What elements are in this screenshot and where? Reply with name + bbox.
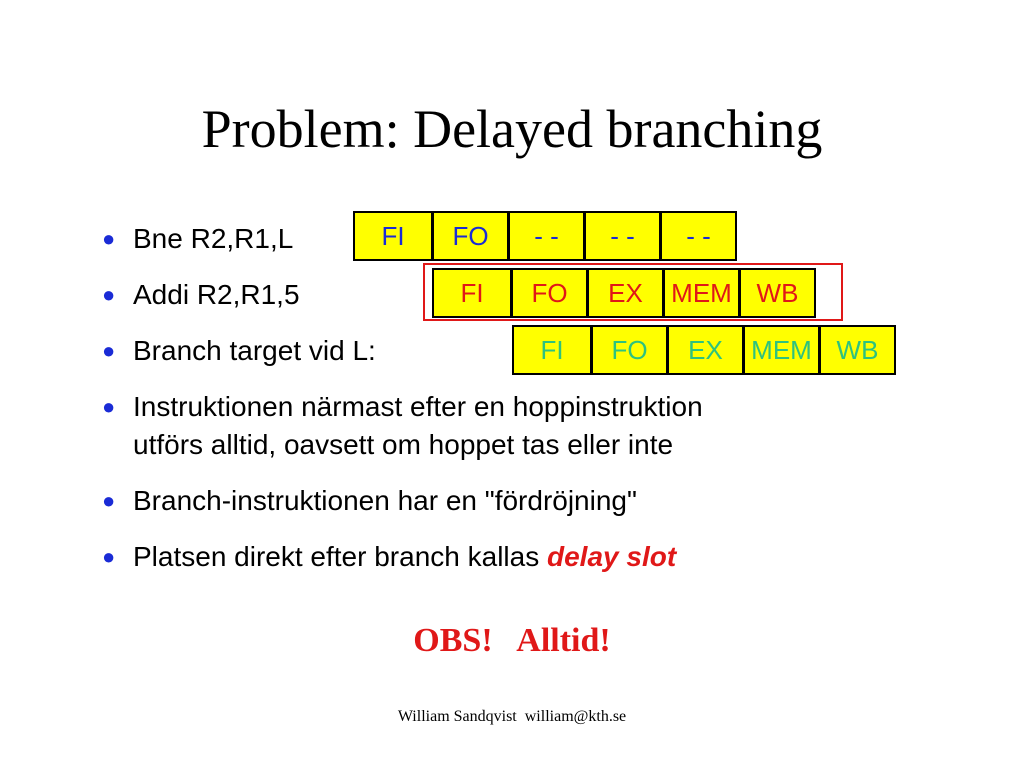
pipeline-addi: FI FO EX MEM WB (432, 268, 816, 318)
note-obs: OBS! Alltid! (413, 622, 611, 659)
bullet-marker: ● (102, 226, 116, 251)
pipeline-stage: FI (460, 277, 484, 308)
bullet-branch-target: Branch target vid L: (133, 335, 376, 366)
pipeline-stage: FO (431, 213, 507, 259)
bullet-marker: ● (102, 488, 116, 513)
bullet-addi: Addi R2,R1,5 (133, 279, 300, 310)
bullet-delay-slot: Platsen direkt efter branch kallas delay… (133, 538, 676, 576)
bullet-marker: ● (102, 544, 116, 569)
pipeline-bne: FI FO - - - - - - (353, 211, 737, 261)
pipeline-stage: EX (666, 327, 742, 373)
pipeline-branch-target: FI FO EX MEM WB (512, 325, 896, 375)
pipeline-stage: - - (583, 213, 659, 259)
pipeline-stage: FO (590, 327, 666, 373)
pipeline-stage: MEM (742, 327, 818, 373)
bullet-bne: Bne R2,R1,L (133, 223, 294, 254)
bullet-marker: ● (102, 338, 116, 363)
bullet-marker: ● (102, 394, 116, 419)
slide-title: Problem: Delayed branching (201, 99, 823, 159)
bullet-delay-slot-text: Platsen direkt efter branch kallas (133, 541, 540, 572)
pipeline-stage: FO (510, 270, 586, 316)
bullet-delay: Branch-instruktionen har en "fördröjning… (133, 485, 637, 516)
pipeline-stage: FI (381, 220, 405, 251)
pipeline-stage: WB (738, 270, 814, 316)
footer-author: William Sandqvist william@kth.se (397, 708, 627, 725)
pipeline-stage: - - (659, 213, 735, 259)
pipeline-stage: - - (507, 213, 583, 259)
pipeline-stage: MEM (662, 270, 738, 316)
delay-slot-highlight-box (423, 263, 843, 321)
pipeline-stage: EX (586, 270, 662, 316)
pipeline-stage: FI (540, 334, 564, 365)
bullet-instruction-line-1: Instruktionen närmast efter en hoppinstr… (133, 391, 703, 422)
bullet-instruction-line-2: utförs alltid, oavsett om hoppet tas ell… (133, 429, 674, 460)
pipeline-stage: WB (818, 327, 894, 373)
delay-slot-emphasis: delay slot (547, 541, 677, 572)
bullet-marker: ● (102, 282, 116, 307)
